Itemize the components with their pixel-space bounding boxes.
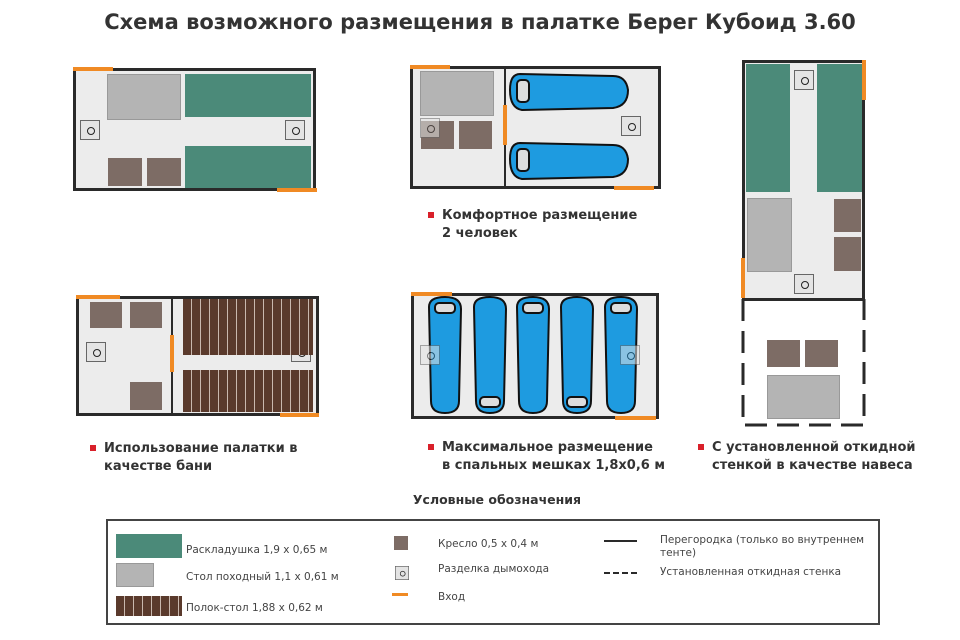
legend-entrance: Вход xyxy=(438,591,466,603)
page-title: Схема возможного размещения в палатке Бе… xyxy=(104,10,856,34)
entrance xyxy=(615,416,656,420)
chimney-icon xyxy=(80,120,100,140)
entrance xyxy=(741,258,745,298)
caption-line: 2 человек xyxy=(442,226,518,241)
cot xyxy=(185,146,311,188)
chair xyxy=(108,158,142,186)
chair xyxy=(130,382,162,410)
sleeping-bag-icon xyxy=(508,72,630,112)
legend-shelf: Полок-стол 1,88 х 0,62 м xyxy=(186,602,323,614)
sleeping-bag-icon xyxy=(472,295,508,415)
caption-line: Максимальное размещение xyxy=(442,440,653,455)
awning-wall xyxy=(741,299,866,427)
chair-swatch xyxy=(394,536,408,550)
caption-line: Комфортное размещение xyxy=(442,208,638,223)
legend-partition: Перегородка (только во внутреннем тенте) xyxy=(660,534,865,559)
entrance xyxy=(280,413,319,417)
table xyxy=(747,198,792,272)
entrance xyxy=(862,60,866,100)
caption-comfort: Комфортное размещение 2 человек xyxy=(428,207,637,243)
sleeping-bags xyxy=(508,72,630,181)
caption-line: в спальных мешках 1,8х0,6 м xyxy=(442,458,665,473)
legend-wall: Установленная откидная стенка xyxy=(660,566,842,578)
chair xyxy=(147,158,181,186)
caption-max: Максимальное размещение в спальных мешка… xyxy=(428,439,665,475)
shelf xyxy=(183,299,313,355)
chair xyxy=(805,340,838,367)
chair xyxy=(130,302,162,328)
chair xyxy=(834,199,861,232)
table xyxy=(767,375,840,419)
entrance xyxy=(614,186,654,190)
chimney-icon xyxy=(420,345,440,365)
caption-awning: С установленной откидной стенкой в качес… xyxy=(698,439,915,475)
cot xyxy=(746,64,790,192)
chimney-icon xyxy=(794,274,814,294)
legend-table: Стол походный 1,1 х 0,61 м xyxy=(186,571,339,583)
caption-bath: Использование палатки в качестве бани xyxy=(90,440,297,476)
entrance xyxy=(76,295,120,299)
legend-title: Условные обозначения xyxy=(412,492,582,507)
legend-chimney: Разделка дымохода xyxy=(438,563,550,575)
chimney-icon xyxy=(621,116,641,136)
chimney-icon xyxy=(285,120,305,140)
table xyxy=(420,71,494,116)
chimney-icon xyxy=(620,345,640,365)
cot-swatch xyxy=(116,534,182,558)
chimney-icon xyxy=(794,70,814,90)
partition-swatch xyxy=(604,540,637,542)
shelf xyxy=(183,370,313,412)
entrance xyxy=(277,188,317,192)
sleeping-bag-icon xyxy=(559,295,595,415)
shelf-swatch xyxy=(116,596,182,616)
table xyxy=(107,74,181,120)
table-swatch xyxy=(116,563,154,587)
sleeping-bag-icon xyxy=(427,295,463,415)
chimney-icon xyxy=(86,342,106,362)
chair xyxy=(767,340,800,367)
entrance xyxy=(73,67,113,71)
chimney-icon xyxy=(395,566,409,580)
sleeping-bag-icon xyxy=(515,295,551,415)
entrance-swatch xyxy=(392,593,408,596)
chair xyxy=(459,121,492,149)
entrance xyxy=(503,105,507,145)
legend-chair: Кресло 0,5 х 0,4 м xyxy=(438,538,539,550)
chimney-icon xyxy=(420,118,440,138)
caption-line: качестве бани xyxy=(104,459,213,474)
wall-swatch xyxy=(604,572,637,574)
sleeping-bags xyxy=(427,295,639,415)
cot xyxy=(817,64,862,192)
caption-line: Использование палатки в xyxy=(104,441,298,456)
legend-cot: Раскладушка 1,9 х 0,65 м xyxy=(186,544,328,556)
entrance xyxy=(410,65,450,69)
chair xyxy=(90,302,122,328)
caption-line: С установленной откидной xyxy=(712,440,916,455)
entrance xyxy=(411,292,452,296)
caption-line: стенкой в качестве навеса xyxy=(712,458,913,473)
legend: Раскладушка 1,9 х 0,65 м Стол походный 1… xyxy=(106,519,880,625)
cot xyxy=(185,74,311,117)
chair xyxy=(834,237,861,271)
entrance xyxy=(170,335,174,372)
sleeping-bag-icon xyxy=(508,141,630,181)
